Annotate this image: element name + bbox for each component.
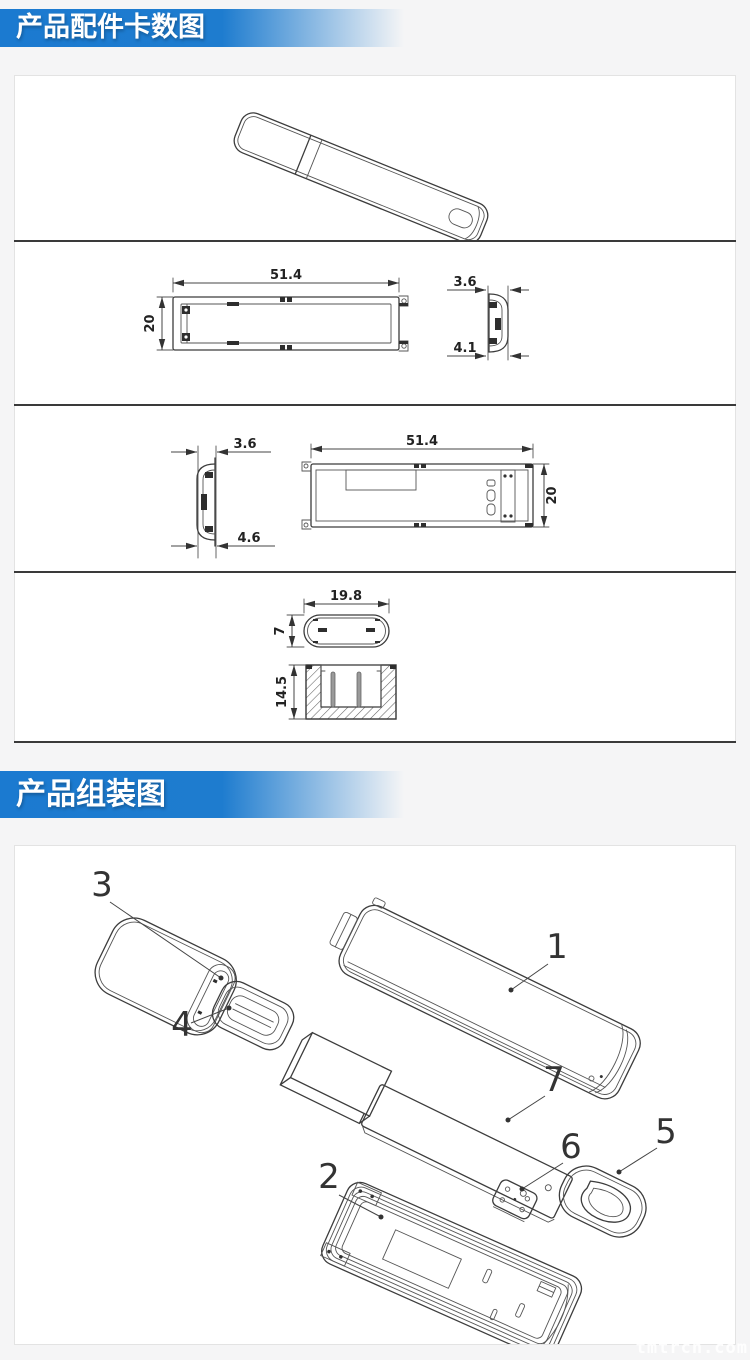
cap-pin — [330, 671, 336, 708]
part-label-clip-plate: 6 — [560, 1127, 582, 1167]
usb-3d-view — [233, 112, 489, 240]
dim-cap-width: 19.8 — [330, 589, 362, 604]
bottom-view-drawing: 51.4 20 — [301, 434, 560, 530]
part-callouts — [109, 901, 658, 1220]
cap-front-view: 19.8 7 — [273, 589, 390, 648]
top-shell-views: 51.4 20 3.6 — [143, 268, 529, 361]
part-label-collar: 4 — [171, 1005, 193, 1045]
dim-side2-outer: 4.6 — [237, 531, 260, 546]
dim-side2-inner: 3.6 — [233, 437, 256, 452]
usb-slot-mark — [486, 503, 496, 516]
separator — [14, 240, 736, 242]
top-view-drawing: 51.4 20 — [143, 268, 409, 352]
assembly-section-header: 产品组装图 — [0, 771, 404, 818]
top-shell-side-view: 3.6 4.1 — [447, 275, 529, 361]
dim-top-width: 51.4 — [270, 268, 302, 283]
part-top-shell — [329, 897, 641, 1100]
cap-views: 19.8 7 14.5 — [273, 589, 397, 720]
bottom-shell-side-view: 3.6 4.6 — [171, 437, 275, 559]
part-collar — [211, 980, 295, 1051]
dim-side-inner: 3.6 — [453, 275, 476, 290]
assembly-exploded-view: 3 4 1 7 6 5 2 — [91, 865, 677, 1344]
part-label-top-shell: 1 — [546, 927, 568, 967]
part-cap — [94, 917, 237, 1036]
separator — [14, 404, 736, 406]
cap-section-view: 14.5 — [275, 664, 397, 720]
dim-bottom-height: 20 — [545, 486, 560, 504]
part-label-pcb: 7 — [543, 1060, 565, 1100]
dim-cap-depth: 14.5 — [275, 676, 290, 708]
usb-slot-mark — [486, 489, 496, 502]
dim-top-height: 20 — [143, 314, 158, 332]
part-clip-plate — [492, 1179, 538, 1223]
accessories-panel: 51.4 20 3.6 — [14, 75, 736, 743]
lanyard-loop — [448, 208, 473, 229]
bottom-shell-views: 3.6 4.6 51.4 20 — [171, 434, 560, 559]
part-label-cap: 3 — [91, 865, 113, 905]
usb-stick-3d — [233, 112, 489, 240]
part-tail-cap — [558, 1165, 647, 1238]
part-label-tail-cap: 5 — [655, 1112, 677, 1152]
part-bottom-shell — [320, 1181, 583, 1344]
assembly-panel: 3 4 1 7 6 5 2 — [14, 845, 736, 1345]
part-label-bottom-shell: 2 — [318, 1157, 340, 1197]
site-watermark: tmtrch.com — [635, 1338, 748, 1358]
dim-cap-height: 7 — [273, 626, 288, 635]
accessories-section-header: 产品配件卡数图 — [0, 9, 404, 47]
usb-slot-mark — [486, 479, 496, 487]
cap-pin — [356, 671, 362, 708]
dim-bottom-width: 51.4 — [406, 434, 438, 449]
dim-side-outer: 4.1 — [453, 341, 476, 356]
separator — [14, 571, 736, 573]
separator — [14, 741, 736, 743]
